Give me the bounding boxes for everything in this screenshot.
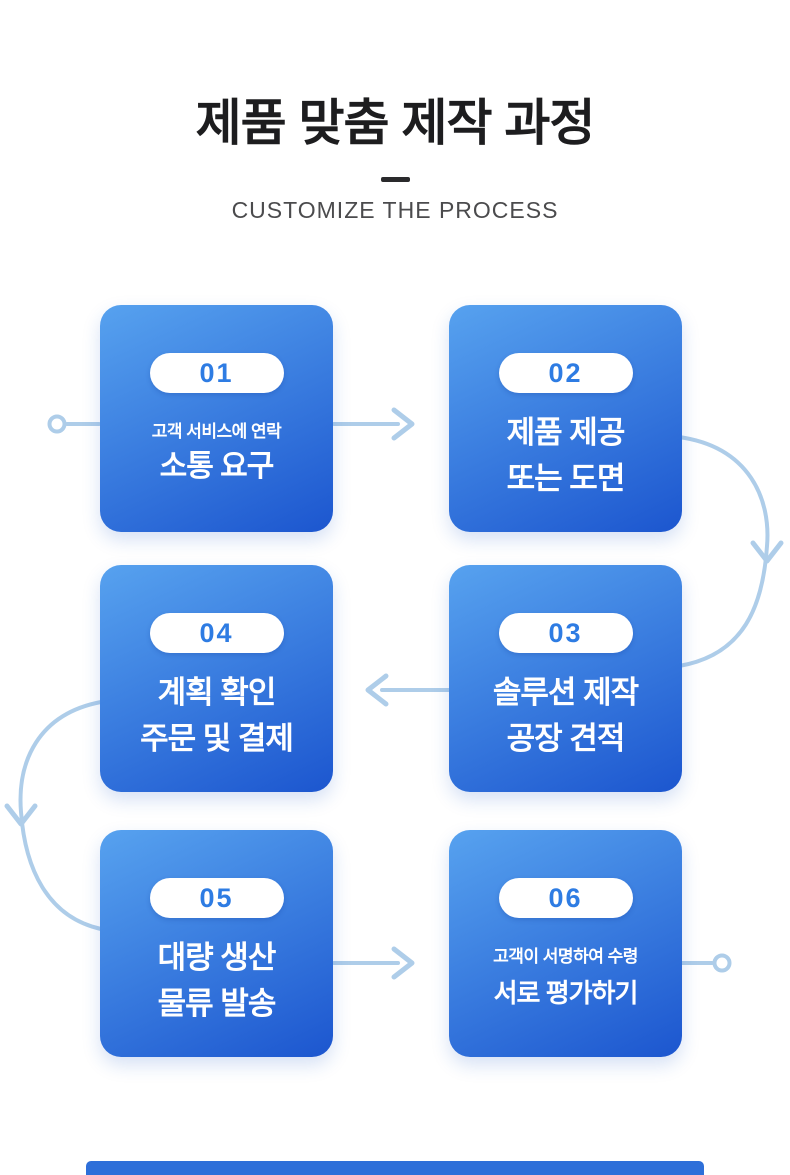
page-title: 제품 맞춤 제작 과정 [195,95,596,151]
step-number: 01 [199,357,234,388]
curve-left [18,700,103,931]
arrowhead-down-right [750,540,784,564]
end-circle [712,953,732,973]
step-number: 06 [548,882,583,913]
arrowhead-down-left [4,803,38,827]
arrowhead-right-top [391,407,415,441]
step-number-badge: 01 [149,353,284,393]
step-number-badge: 03 [498,613,633,653]
start-circle [47,414,67,434]
step-number: 04 [199,617,234,648]
step-number-badge: 04 [149,613,284,653]
process-card-03: 03 솔루션 제작 공장 견적 [449,565,682,792]
page-subtitle: CUSTOMIZE THE PROCESS [231,197,559,223]
bottom-bar [86,1161,704,1175]
curve-right [677,435,770,668]
step-title-line1: 대량 생산 [157,940,277,975]
process-card-04: 04 계획 확인 주문 및 결제 [100,565,333,792]
step-title-line2: 주문 및 결제 [140,720,294,756]
step-number: 03 [548,617,583,648]
title-divider [380,177,410,182]
step-number-badge: 02 [498,353,633,393]
step-title-line1: 계획 확인 [157,675,277,710]
step-title-line1: 서로 평가하기 [493,978,639,1008]
step-title-line2: 공장 견적 [506,720,626,756]
process-card-05: 05 대량 생산 물류 발송 [100,830,333,1057]
step-subtext: 고객이 서명하여 수령 [493,947,638,966]
arrowhead-left [365,673,389,707]
process-card-02: 02 제품 제공 또는 도면 [449,305,682,532]
step-title-line1: 소통 요구 [159,450,275,483]
step-number-badge: 05 [149,878,284,918]
step-number: 05 [199,882,234,913]
section-header: 제품 맞춤 제작 과정 CUSTOMIZE THE PROCESS [0,96,790,224]
process-card-01: 01 고객 서비스에 연락 소통 요구 [100,305,333,532]
step-number: 02 [548,357,583,388]
step-title-line1: 제품 제공 [506,415,626,450]
step-number-badge: 06 [498,878,633,918]
step-title-line2: 물류 발송 [157,985,277,1021]
step-subtext: 고객 서비스에 연락 [151,422,282,441]
arrowhead-right-bottom [391,946,415,980]
step-title-line2: 또는 도면 [506,460,626,496]
process-card-06: 06 고객이 서명하여 수령 서로 평가하기 [449,830,682,1057]
step-title-line1: 솔루션 제작 [492,675,639,710]
